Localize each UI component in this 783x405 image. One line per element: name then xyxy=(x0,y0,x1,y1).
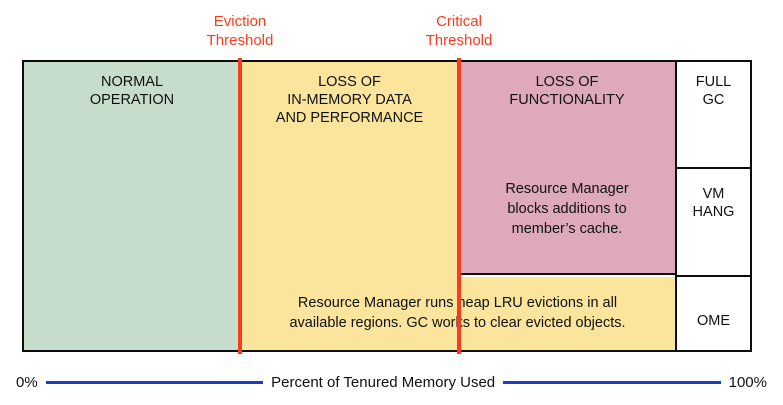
critical-threshold-marker-line xyxy=(457,58,461,354)
axis-rule-left xyxy=(45,380,264,384)
band-loss-of-in-memory-data xyxy=(240,62,459,350)
eviction-threshold-marker-line xyxy=(238,58,242,354)
axis-end-label: 100% xyxy=(728,373,767,391)
band-gc-outcome-column xyxy=(675,62,750,350)
axis-title: Percent of Tenured Memory Used xyxy=(271,373,496,391)
memory-axis: 0% Percent of Tenured Memory Used 100% xyxy=(0,362,783,402)
note-resource-manager-heap-lru-evictions: Resource Manager runs heap LRU evictions… xyxy=(289,295,626,331)
note-resource-manager-blocks-additions: Resource Manager blocks additions to mem… xyxy=(505,181,629,237)
axis-rule-right xyxy=(503,380,721,384)
eviction-threshold-label: Eviction Threshold xyxy=(206,13,274,49)
axis-start-label: 0% xyxy=(16,373,38,391)
band-normal-operation xyxy=(24,62,240,350)
band-heading-loss-of-in-memory-data: LOSS OF IN-MEMORY DATA AND PERFORMANCE xyxy=(275,74,424,126)
gc-outcome-ome: OME xyxy=(696,313,731,329)
gc-outcome-full-gc: FULL GC xyxy=(695,74,732,108)
gc-column-divider-lower xyxy=(675,275,750,277)
band-heading-normal-operation: NORMAL OPERATION xyxy=(89,74,175,108)
memory-states-chart: NORMAL OPERATION LOSS OF IN-MEMORY DATA … xyxy=(22,60,752,352)
critical-threshold-label: Critical Threshold xyxy=(425,13,493,49)
band-heading-loss-of-functionality: LOSS OF FUNCTIONALITY xyxy=(509,74,625,108)
gc-column-divider-upper xyxy=(675,167,750,169)
band-loss-of-functionality xyxy=(459,62,675,275)
band-eviction-activity-strip xyxy=(459,277,675,350)
gc-outcome-vm-hang: VM HANG xyxy=(692,186,735,220)
